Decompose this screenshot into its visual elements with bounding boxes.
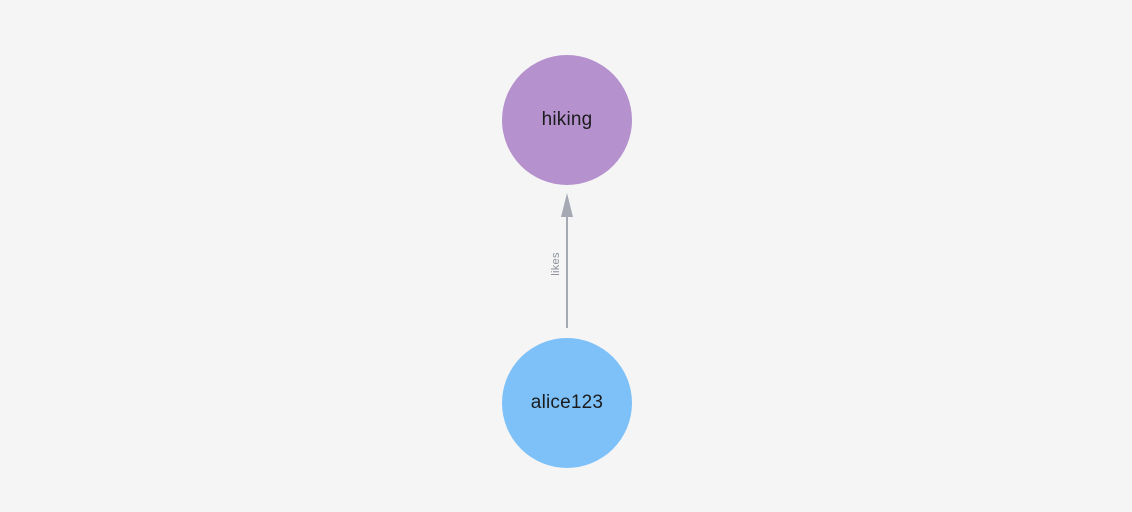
node-alice123[interactable]: alice123 [502,338,632,468]
edge-arrowhead-icon [561,193,573,217]
edge-label[interactable]: likes [550,252,562,276]
node-label: alice123 [530,392,604,413]
node-hiking[interactable]: hiking [502,55,632,185]
node-label: hiking [541,109,593,130]
